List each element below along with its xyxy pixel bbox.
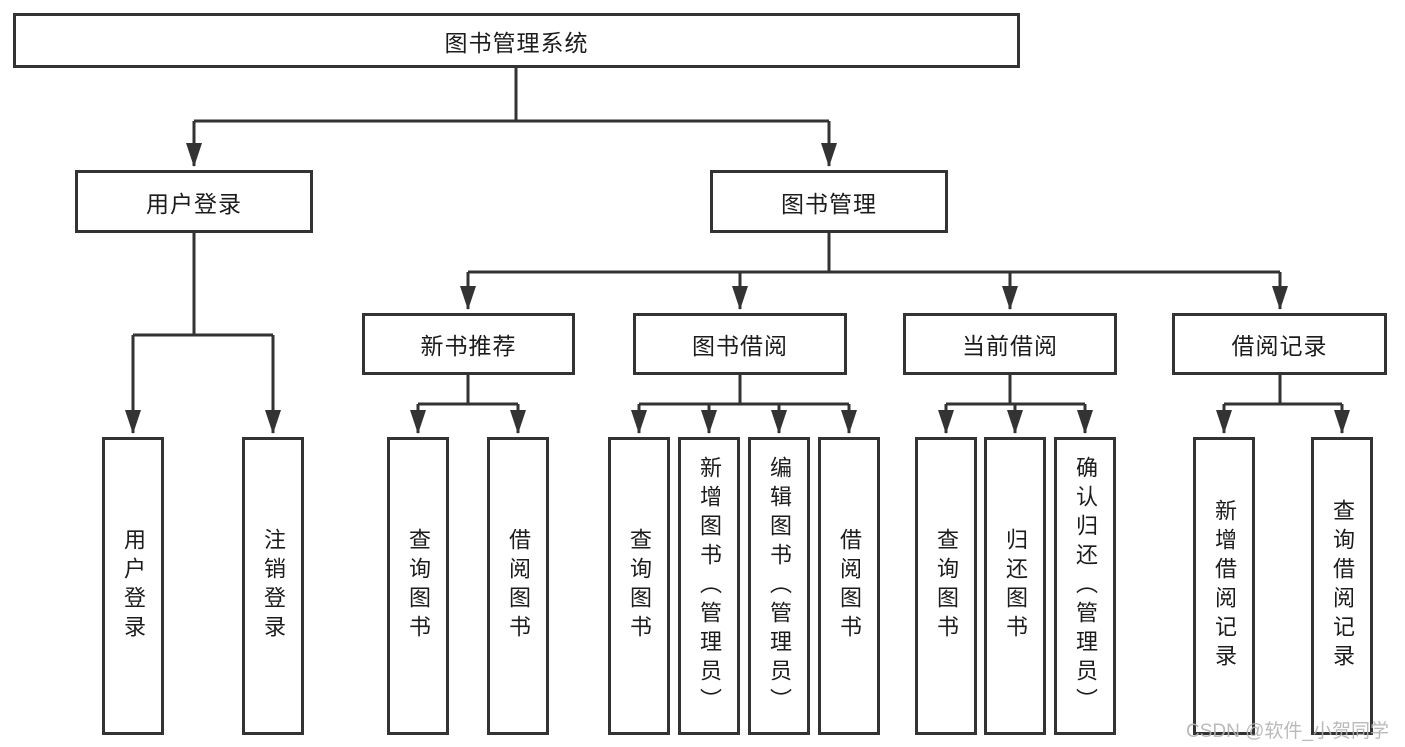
node-add-borrow-record: 新增借阅记录 [1193, 437, 1255, 735]
node-logout: 注销登录 [242, 437, 304, 735]
node-book-borrow: 图书借阅 [633, 313, 847, 375]
csdn-watermark: CSDN @软件_小贺同学 [1186, 721, 1389, 742]
node-current-borrow: 当前借阅 [903, 313, 1117, 375]
node-query-books-current: 查询图书 [915, 437, 977, 735]
node-borrow-records: 借阅记录 [1172, 313, 1387, 375]
node-edit-book-admin: 编辑图书（管理员） [748, 437, 810, 735]
node-add-book-admin: 新增图书（管理员） [678, 437, 740, 735]
node-return-books: 归还图书 [984, 437, 1046, 735]
node-borrow-books-leaf: 借阅图书 [818, 437, 880, 735]
node-borrow-books-recommend: 借阅图书 [487, 437, 549, 735]
node-query-books-borrow: 查询图书 [608, 437, 670, 735]
node-book-management: 图书管理 [710, 170, 948, 233]
node-query-borrow-record: 查询借阅记录 [1311, 437, 1373, 735]
node-user-login-leaf: 用户登录 [102, 437, 164, 735]
node-library-system: 图书管理系统 [13, 13, 1020, 68]
node-user-login: 用户登录 [75, 170, 313, 233]
node-query-books-recommend: 查询图书 [387, 437, 449, 735]
node-confirm-return-admin: 确认归还（管理员） [1054, 437, 1116, 735]
node-new-book-recommend: 新书推荐 [362, 313, 575, 375]
